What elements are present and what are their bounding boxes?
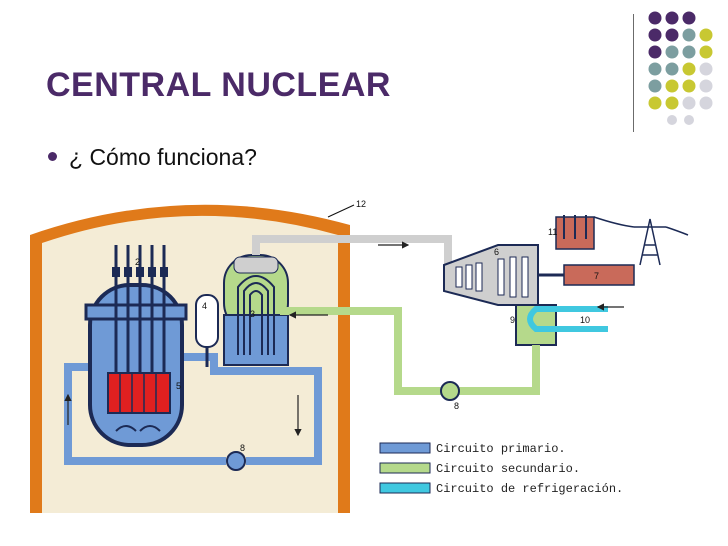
label-8: 8 (240, 443, 245, 453)
label-3: 3 (250, 309, 255, 319)
label-2: 2 (135, 257, 140, 267)
label-8b: 8 (454, 401, 459, 411)
reactor-core (107, 372, 171, 414)
label-5: 5 (176, 381, 181, 391)
label-7: 7 (594, 271, 599, 281)
slide-title: CENTRAL NUCLEAR (46, 66, 391, 104)
label-12: 12 (356, 199, 366, 209)
label-9: 9 (510, 315, 515, 325)
legend-swatch-secondary (379, 462, 431, 474)
legend-row-cooling: Circuito de refrigeración. (436, 482, 624, 496)
steam-generator-bottom (223, 314, 289, 366)
legend-row-secondary: Circuito secundario. (436, 462, 581, 476)
bullet-dot-icon (48, 152, 57, 162)
decorative-divider (633, 14, 634, 132)
cooling-circuit-pipe (527, 306, 608, 332)
secondary-pump (440, 381, 460, 401)
label-11: 11 (548, 227, 557, 237)
legend-swatch-cooling (379, 482, 431, 494)
control-rods (114, 245, 166, 375)
label-10: 10 (580, 315, 590, 325)
legend-swatch-primary (379, 442, 431, 454)
power-pylon-icon (593, 216, 689, 266)
label-4: 4 (202, 301, 207, 311)
primary-pump (226, 451, 246, 471)
legend-row-primary: Circuito primario. (436, 442, 566, 456)
legend-swatches (379, 442, 431, 494)
steam-line (252, 235, 452, 285)
decorative-dot-grid (648, 11, 713, 125)
label-6: 6 (494, 247, 499, 257)
secondary-circuit-pipe (280, 307, 540, 395)
nuclear-plant-diagram: 2 3 4 5 6 7 8 8 9 10 11 12 (30, 199, 689, 513)
bullet-text: ¿ Cómo funciona? (69, 144, 257, 170)
bullet-item: ¿ Cómo funciona? (48, 144, 257, 171)
